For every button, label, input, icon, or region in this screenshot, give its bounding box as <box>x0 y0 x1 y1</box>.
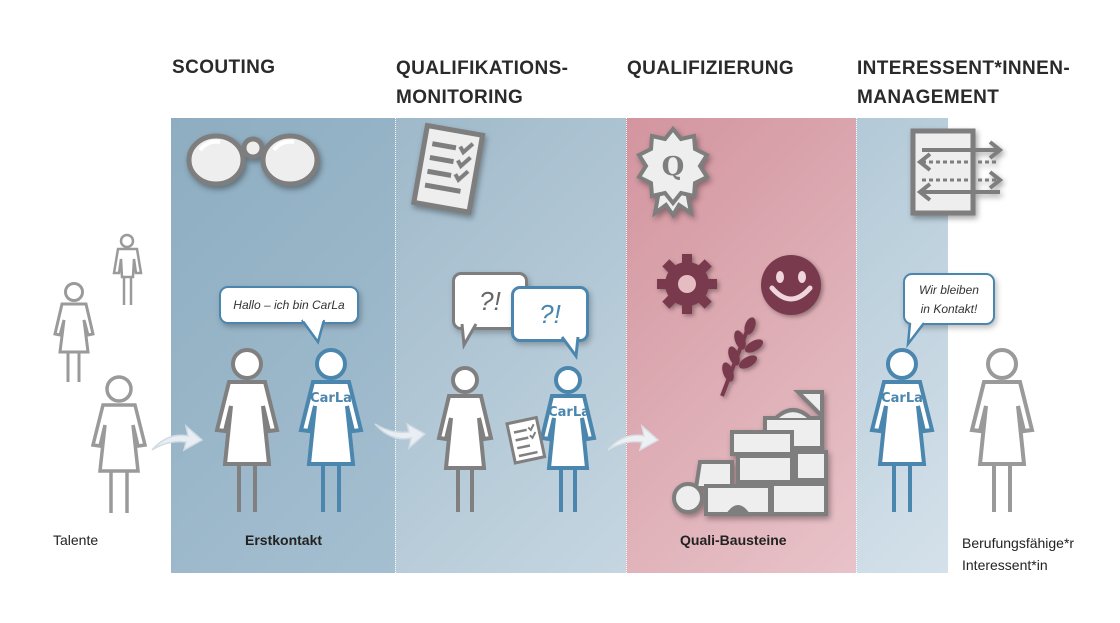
question-bubble-gray-text: ?! <box>479 286 501 316</box>
gear-icon <box>657 254 717 314</box>
caption-final-line1: Berufungsfähige*r <box>962 535 1075 551</box>
binoculars-icon <box>186 133 320 187</box>
speech-bubble-kontakt-line2: in Kontakt! <box>920 302 978 316</box>
caption-bausteine: Quali-Bausteine <box>680 532 787 548</box>
speech-bubble-hallo-text: Hallo – ich bin CarLa <box>233 298 345 312</box>
heading-monitoring-line1: QUALIFIKATIONS- <box>396 58 569 79</box>
heading-monitoring-line2: MONITORING <box>396 87 524 108</box>
list-arrows-icon <box>910 128 1004 216</box>
carla-label: CarLa <box>310 391 352 406</box>
caption-final: Berufungsfähige*r Interessent*in <box>962 532 1074 576</box>
heading-management: INTERESSENT*INNEN- MANAGEMENT <box>857 54 1070 112</box>
talent-person-medium <box>53 282 95 382</box>
talent-person-small <box>112 233 143 305</box>
quality-badge-icon: Q <box>636 125 710 219</box>
question-bubble-blue-tail <box>560 336 580 361</box>
person-final <box>969 348 1035 512</box>
speech-bubble-kontakt: Wir bleiben in Kontakt! <box>903 273 995 325</box>
heading-qualifizierung-text: QUALIFIZIERUNG <box>627 58 795 79</box>
question-bubble-blue: ?! <box>511 286 589 342</box>
heading-management-line1: INTERESSENT*INNEN- <box>857 58 1071 79</box>
checklist-icon <box>410 122 486 216</box>
carla-figure: CarLa <box>298 348 364 512</box>
caption-final-line2: Interessent*in <box>962 557 1048 573</box>
speech-bubble-tail <box>300 317 326 345</box>
wheat-icon <box>720 317 764 397</box>
carla-figure-management: CarLa <box>869 348 935 512</box>
person-erstkontakt <box>214 348 280 512</box>
scouting-band <box>171 118 395 573</box>
heading-scouting-text: SCOUTING <box>172 57 276 78</box>
carla-figure-monitoring: CarLa <box>539 366 597 512</box>
question-bubble-blue-text: ?! <box>539 299 561 329</box>
carla-label: CarLa <box>881 391 923 406</box>
question-bubble-gray-tail <box>460 323 478 350</box>
person-monitoring <box>436 366 494 512</box>
speech-bubble-kontakt-tail <box>906 322 925 349</box>
building-blocks-icon <box>672 390 828 516</box>
talent-person-large <box>90 375 148 513</box>
speech-bubble-kontakt-line1: Wir bleiben <box>919 283 979 297</box>
caption-talente: Talente <box>53 532 99 548</box>
caption-erstkontakt: Erstkontakt <box>245 532 323 548</box>
heading-management-line2: MANAGEMENT <box>857 87 1000 108</box>
band-divider <box>626 118 627 573</box>
smiley-icon <box>761 255 821 315</box>
band-divider <box>856 118 857 573</box>
heading-qualifizierung: QUALIFIZIERUNG <box>627 54 794 83</box>
arrow-qualifizierung-icon <box>607 423 660 452</box>
document-icon <box>505 415 547 465</box>
speech-bubble-hallo: Hallo – ich bin CarLa <box>219 286 359 324</box>
carla-label: CarLa <box>548 405 590 420</box>
arrow-monitoring-icon <box>374 422 427 451</box>
band-divider <box>395 118 396 573</box>
heading-monitoring: QUALIFIKATIONS- MONITORING <box>396 54 568 112</box>
badge-letter: Q <box>662 152 685 182</box>
heading-scouting: SCOUTING <box>172 53 275 82</box>
arrow-scouting-icon <box>151 423 204 452</box>
